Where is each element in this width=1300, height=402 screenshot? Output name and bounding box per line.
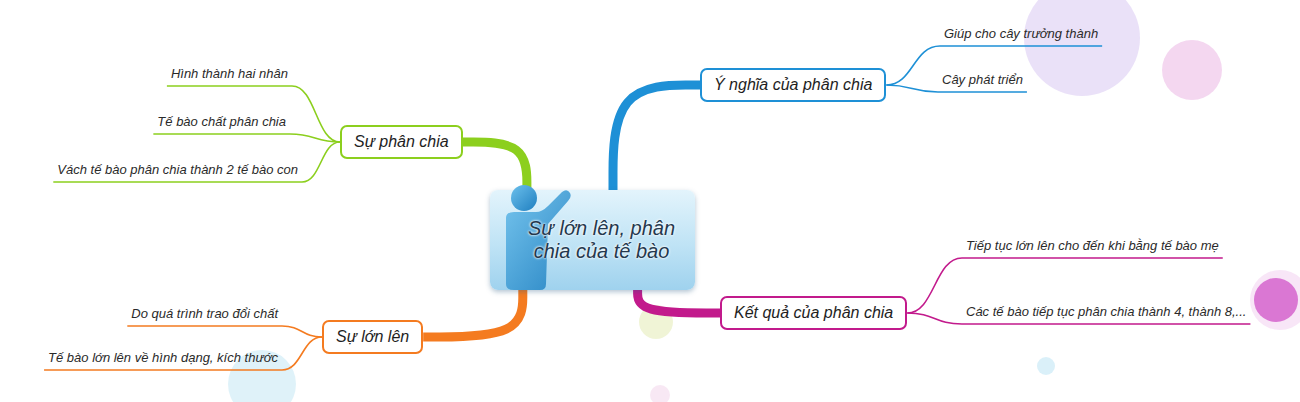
bubble xyxy=(1162,40,1222,100)
branch-label: Sự lớn lên xyxy=(336,328,409,346)
branch-label: Sự phân chia xyxy=(354,133,449,151)
person-head xyxy=(511,185,537,211)
topic-text: Sự lớn lên, phân chia của tế bào xyxy=(516,217,687,263)
branch-box: Ý nghĩa của phân chia xyxy=(700,68,886,102)
leaf-label: Hình thành hai nhân xyxy=(171,66,288,81)
leaf-label: Do quá trình trao đổi chất xyxy=(131,306,278,321)
leaf-text: Hình thành hai nhân xyxy=(167,64,292,86)
leaf-text: Tế bào chất phân chia xyxy=(153,112,290,134)
sub-branch xyxy=(153,134,340,142)
leaf-label: Tế bào lớn lên về hình dạng, kích thước xyxy=(48,350,278,365)
main-branch xyxy=(463,142,527,190)
sub-branch xyxy=(44,337,322,370)
leaf-text: Giúp cho cây trưởng thành xyxy=(940,24,1102,46)
branch-box: Sự phân chia xyxy=(340,125,463,159)
leaf-label: Tế bào chất phân chia xyxy=(157,114,286,129)
main-branch xyxy=(613,85,700,190)
branch-label: Ý nghĩa của phân chia xyxy=(714,76,872,94)
leaf-label: Tiếp tục lớn lên cho đến khi bằng tế bào… xyxy=(966,238,1219,253)
bubble xyxy=(650,385,670,402)
central-topic: Sự lớn lên, phân chia của tế bào xyxy=(490,190,695,290)
leaf-text: Tế bào lớn lên về hình dạng, kích thước xyxy=(44,348,282,370)
main-branch xyxy=(638,290,720,313)
leaf-label: Cây phát triển xyxy=(942,72,1023,87)
leaf-label: Vách tế bào phân chia thành 2 tế bào con xyxy=(57,162,298,177)
branch-box: Sự lớn lên xyxy=(322,320,423,354)
leaf-text: Cây phát triển xyxy=(938,70,1027,92)
leaf-text: Các tế bào tiếp tục phân chia thành 4, t… xyxy=(962,302,1250,324)
leaf-text: Tiếp tục lớn lên cho đến khi bằng tế bào… xyxy=(962,236,1223,258)
main-branch xyxy=(423,290,523,337)
bubble xyxy=(1024,0,1140,96)
branch-box: Kết quả của phân chia xyxy=(720,296,907,330)
leaf-text: Vách tế bào phân chia thành 2 tế bào con xyxy=(53,160,302,182)
branch-label: Kết quả của phân chia xyxy=(734,304,893,322)
bubble xyxy=(1037,357,1055,375)
leaf-label: Giúp cho cây trưởng thành xyxy=(944,26,1098,41)
bubble xyxy=(1250,270,1300,330)
leaf-label: Các tế bào tiếp tục phân chia thành 4, t… xyxy=(966,304,1246,319)
sub-branch xyxy=(127,326,322,337)
leaf-text: Do quá trình trao đổi chất xyxy=(127,304,282,326)
sub-branch xyxy=(53,142,340,182)
